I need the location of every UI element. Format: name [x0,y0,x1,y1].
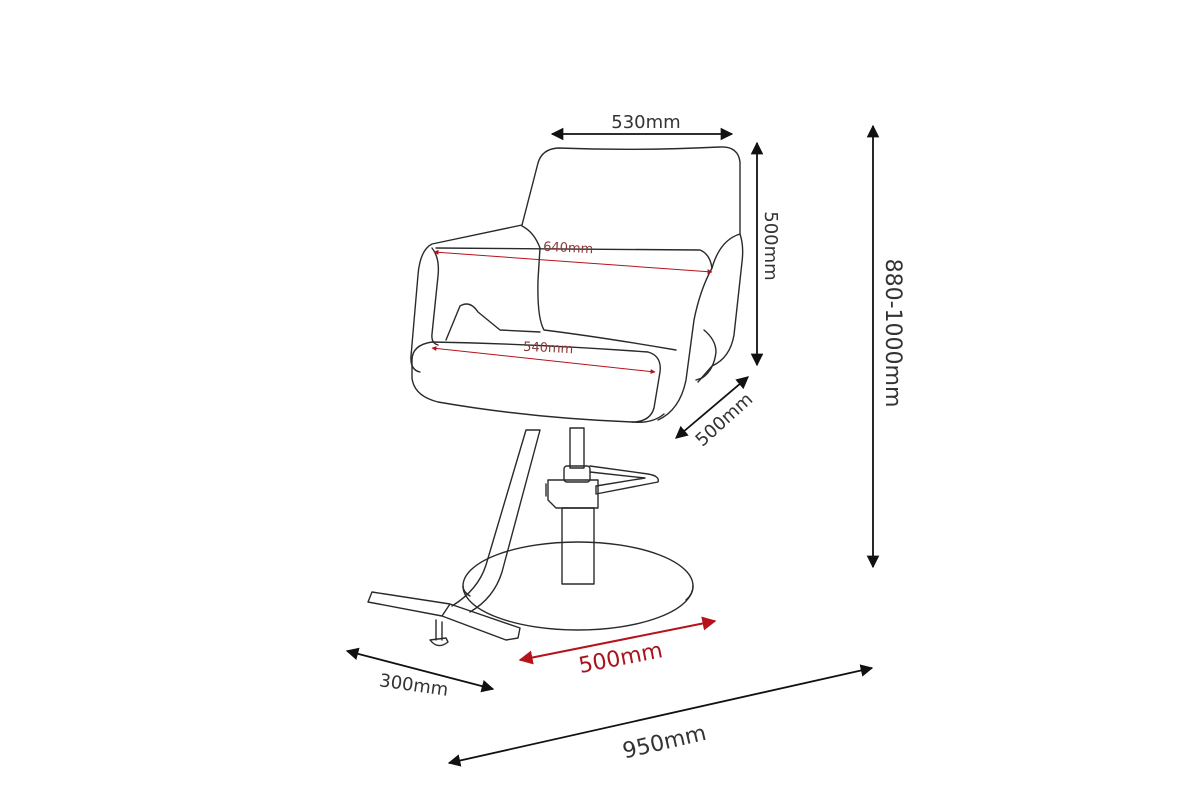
armrest-width-label: 640mm [543,240,594,258]
hydraulic-lower-column [561,507,595,585]
footrest-bar [367,591,521,641]
inner-arm-bracket [445,303,541,341]
left-armrest-inner [431,247,440,346]
hydraulic-upper-column [569,427,585,469]
overall-length-arrow [447,664,874,767]
seat-cushion [411,341,661,423]
base-plate-edge [462,585,694,601]
pump-pedal [589,465,659,495]
seat-width-arrow [431,345,656,375]
back-height-label: 500mm [760,211,781,280]
armrest-width-arrow [433,249,713,275]
left-armrest [410,224,523,373]
hydraulic-collar [563,465,591,483]
seat-underside [631,413,665,424]
overall-length-label: 950mm [620,721,708,764]
footrest-strut [451,429,541,613]
right-armrest-front [657,267,713,421]
backrest-inner [521,225,677,351]
seat-depth-arrow [675,376,749,439]
base-plate [462,541,694,631]
footrest-leg [429,619,449,647]
total-height-label: 880-1000mm [880,259,905,408]
dimension-lines [345,124,880,767]
top-width-label: 530mm [611,112,680,133]
right-side-pad [695,329,717,381]
seat-width-label: 540mm [523,340,574,358]
base-diameter-arrow [518,616,717,665]
backrest [521,146,741,235]
dimension-labels: 530mm 500mm 880-1000mm 500mm 640mm 540mm… [378,112,905,764]
pump-block [545,479,599,509]
base-diameter-label: 500mm [577,638,665,679]
right-armrest [697,233,744,383]
salon-chair-outline [367,146,744,647]
